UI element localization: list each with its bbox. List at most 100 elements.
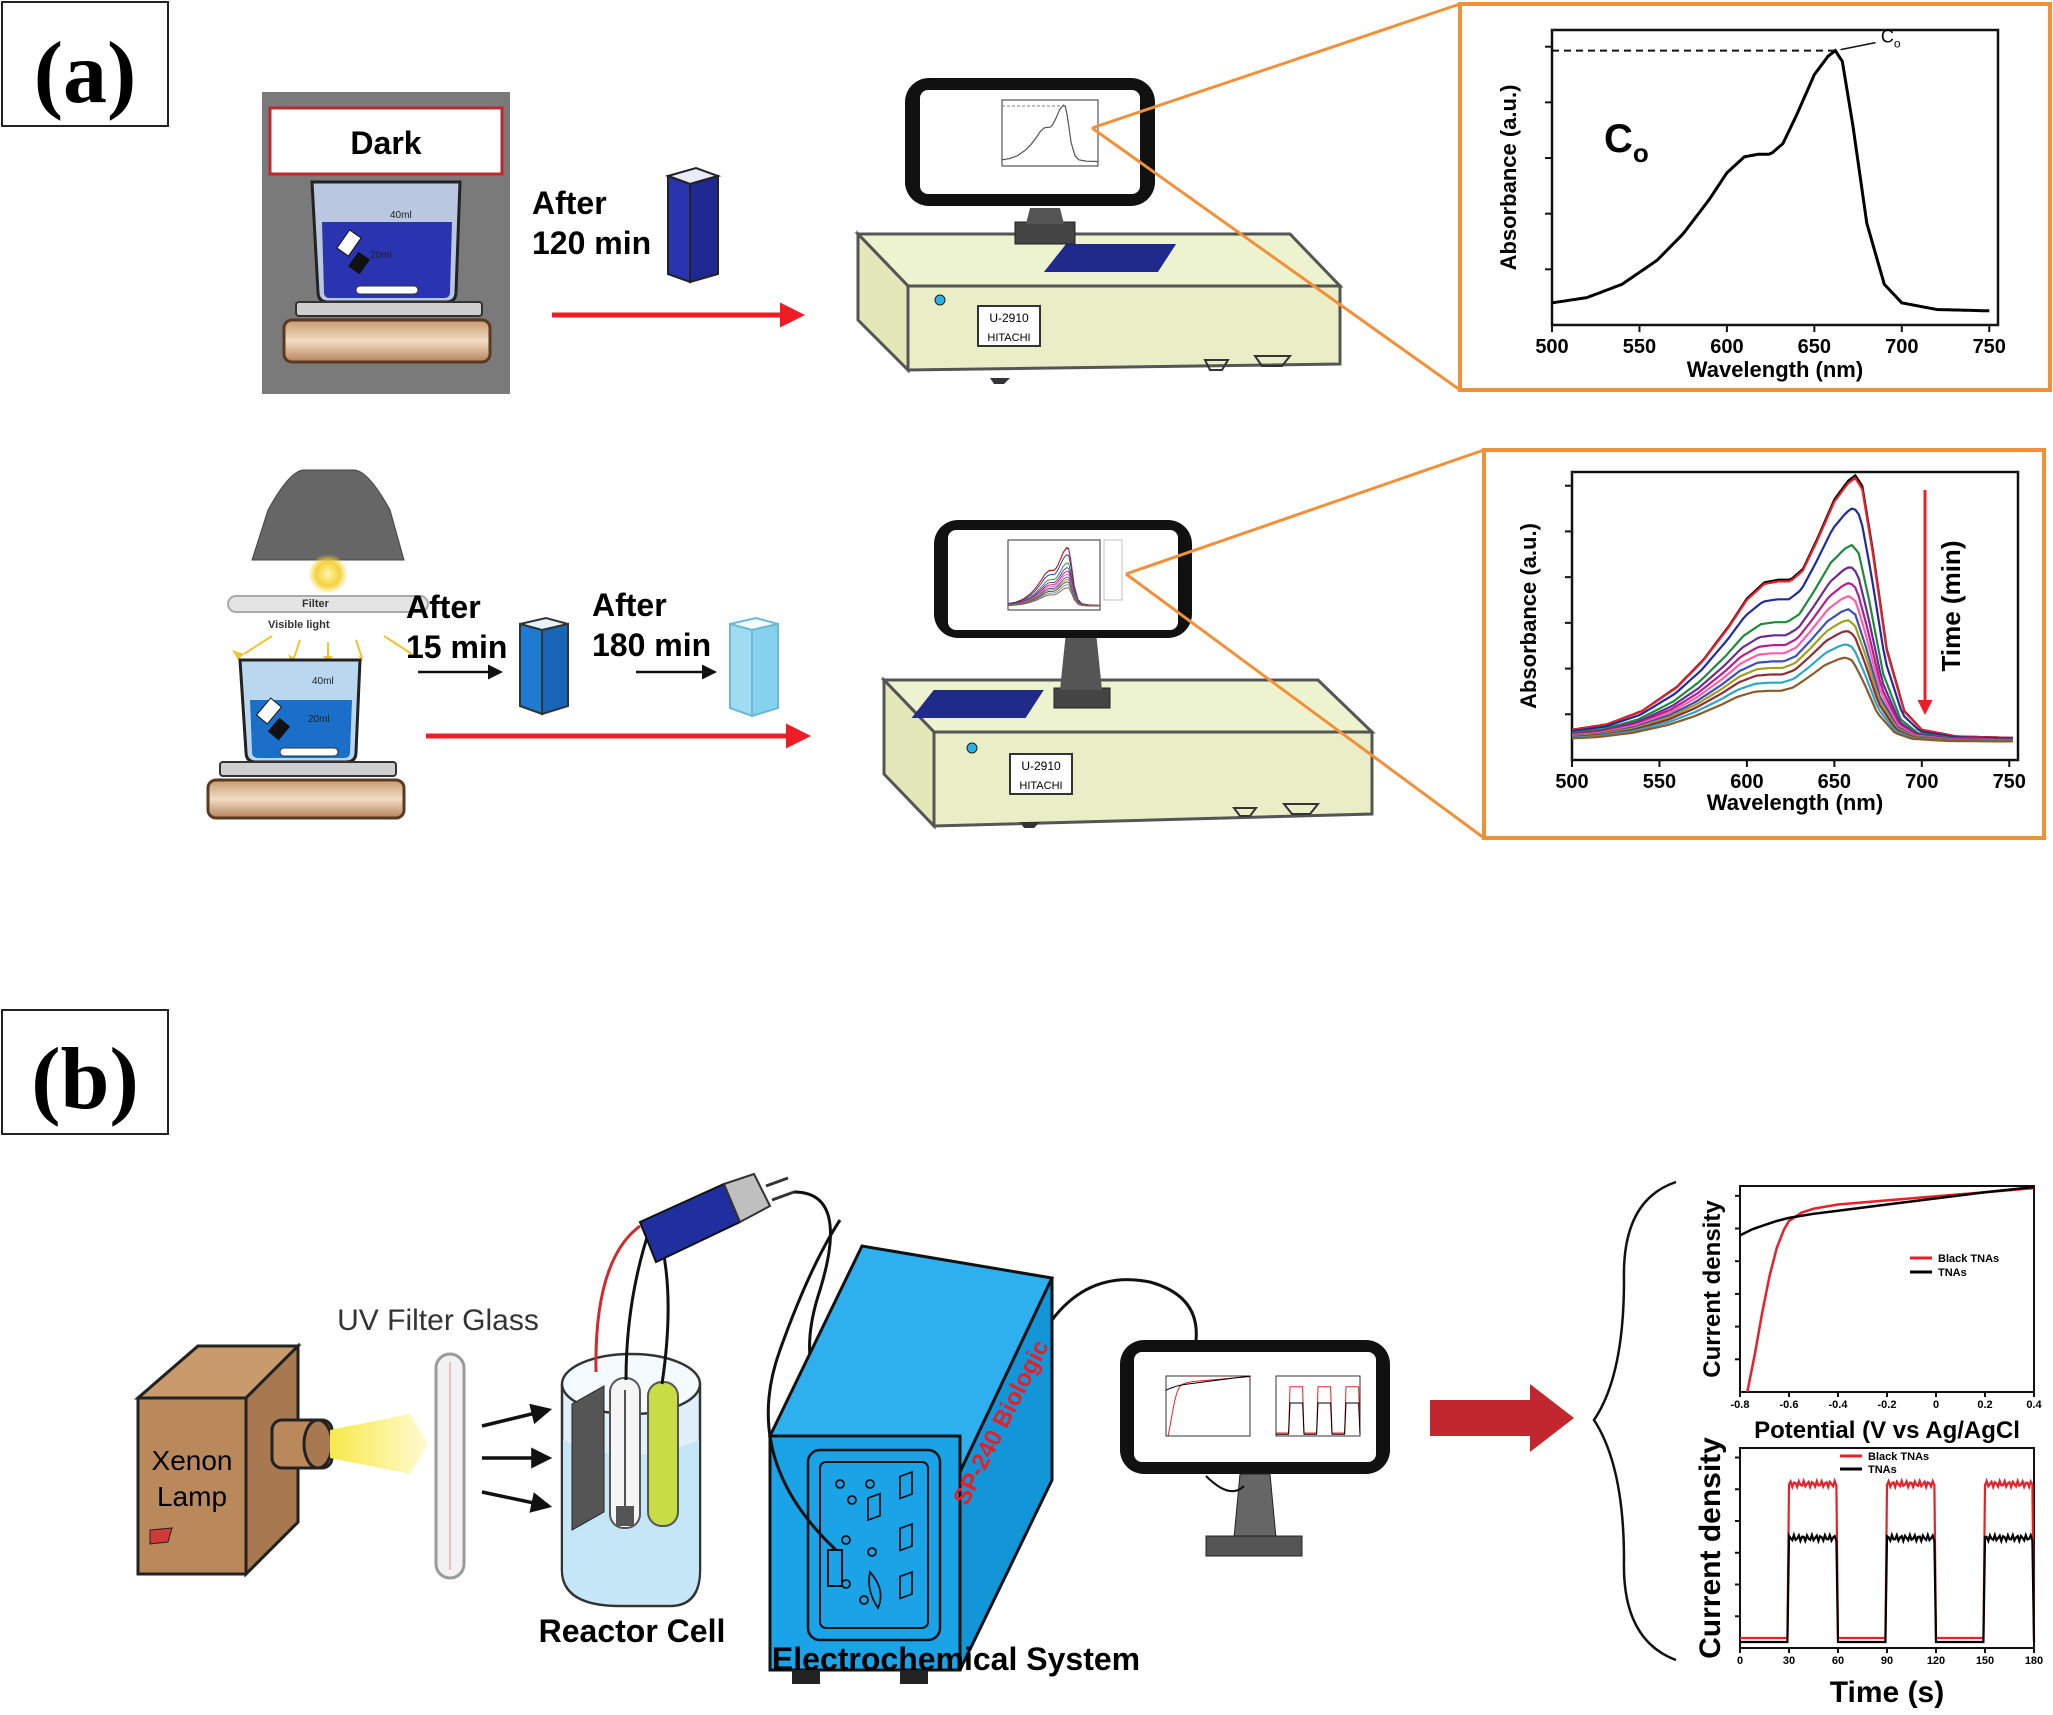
sample-dark <box>336 229 362 257</box>
cable-to-monitor <box>1050 1278 1198 1341</box>
absorbance-curve <box>1551 48 1990 313</box>
dark-label: Dark <box>350 125 421 161</box>
uv-filter-label: UV Filter Glass <box>337 1304 539 1337</box>
stirrer-plate-dark <box>295 301 483 317</box>
brand-bottom: HITACHI <box>1019 780 1062 792</box>
dark-setup: Dark 40ml 20ml <box>262 92 510 394</box>
light-arrow-3 <box>481 1490 553 1513</box>
brand-top: HITACHI <box>987 332 1030 344</box>
x-tick-label: 30 <box>1783 1655 1795 1667</box>
filter-label: Filter <box>302 598 330 610</box>
after-180-line2: 180 min <box>592 627 711 663</box>
thumb-chop <box>1276 1386 1361 1434</box>
x-tick-label: 500 <box>1535 336 1568 358</box>
cuvette-180 <box>729 616 779 718</box>
panel-a-label: (a) <box>34 25 137 122</box>
lamp-label-line1: Xenon <box>152 1445 233 1476</box>
x-tick-label: -0.2 <box>1878 1399 1897 1411</box>
x-tick-label: 550 <box>1643 771 1676 793</box>
thumbnail-electrochem <box>1165 1375 1361 1437</box>
x-tick-label: -0.8 <box>1731 1399 1750 1411</box>
light-arrow-1 <box>481 1403 553 1428</box>
legend-label: Black TNAs <box>1868 1451 1929 1463</box>
legend-label: TNAs <box>1868 1464 1897 1476</box>
model-plate-top <box>977 305 1041 347</box>
time-label: Time (min) <box>1936 541 1966 672</box>
x-tick-label: 120 <box>1927 1655 1945 1667</box>
absorbance-series-1 <box>1571 476 2013 739</box>
beaker-mark-20-light: 20ml <box>308 714 330 725</box>
x-tick-label: 750 <box>1973 336 2006 358</box>
y-axis-label: Absorbance (a.u.) <box>1496 85 1521 271</box>
x-tick-label: 550 <box>1623 336 1656 358</box>
x-axis-label: Potential (V vs Ag/AgCl <box>1754 1417 2020 1444</box>
beaker-mark-20: 20ml <box>370 250 392 261</box>
thumb-frame <box>1165 1375 1251 1437</box>
spectrometer-top: U-2910 HITACHI <box>854 230 1344 384</box>
peak-pointer <box>1840 41 1876 51</box>
panel-b: (b) Xenon Lamp UV Filter Glass <box>1 1009 2043 1709</box>
model-top: U-2910 <box>989 311 1029 325</box>
electrochemical-instrument: SP-240 Biologic <box>766 1219 1055 1684</box>
thumb-chop <box>1276 1402 1361 1435</box>
absorbance-series-2 <box>1571 507 2013 740</box>
thumb-curve <box>1001 104 1098 163</box>
sample-dark-back <box>348 251 370 275</box>
beaker-mark-40: 40ml <box>390 210 412 221</box>
visible-light-label: Visible light <box>268 619 330 631</box>
x-tick-label: 600 <box>1710 336 1743 358</box>
x-axis-label: Wavelength (nm) <box>1707 790 1883 815</box>
x-tick-label: 180 <box>2025 1655 2043 1667</box>
lsv-series-1 <box>1739 1185 2035 1237</box>
panel-a: (a) Dark 40ml 20ml After 120 min <box>1 1 2052 840</box>
cuvette-15 <box>519 616 569 716</box>
stir-bar-dark <box>355 285 419 295</box>
thumb-legend <box>1103 539 1123 601</box>
photocurrent-series-1 <box>1740 1531 2036 1644</box>
panel-a-label-box <box>1 1 169 127</box>
beaker-mark-40-light: 40ml <box>312 676 334 687</box>
thumb-lsv <box>1165 1375 1251 1391</box>
x-tick-label: 60 <box>1832 1655 1844 1667</box>
after-15-line1: After <box>406 589 481 625</box>
after-180-line1: After <box>592 587 667 623</box>
power-led-top <box>934 294 946 306</box>
legend-label: Black TNAs <box>1938 1253 1999 1265</box>
callout-line-top-2 <box>1091 126 1461 392</box>
x-tick-label: 650 <box>1818 771 1851 793</box>
y-axis-label: Current density <box>1694 1437 1727 1659</box>
x-tick-label: 500 <box>1555 771 1588 793</box>
curly-brace <box>1592 1180 1677 1662</box>
x-tick-label: -0.6 <box>1780 1399 1799 1411</box>
x-tick-label: 650 <box>1798 336 1831 358</box>
absorbance-series-11 <box>1571 656 2013 743</box>
light-setup: Filter Visible light 40ml 20ml <box>206 469 429 820</box>
panel-b-label: (b) <box>31 1031 139 1128</box>
x-tick-label: 0.4 <box>2026 1399 2042 1411</box>
callout-line-top-1 <box>1091 2 1461 130</box>
x-axis-label: Wavelength (nm) <box>1687 357 1863 382</box>
callout-frame-top <box>1458 2 2052 392</box>
system-label: Electrochemical System <box>772 1641 1140 1677</box>
thumb-series <box>1008 587 1100 607</box>
after-120-line1: After <box>532 185 607 221</box>
x-tick-label: 0 <box>1933 1399 1939 1411</box>
y-axis-label: Absorbance (a.u.) <box>1516 523 1541 709</box>
callout-line-bottom-2 <box>1125 572 1485 840</box>
x-tick-label: 700 <box>1905 771 1938 793</box>
x-tick-label: 0.2 <box>1977 1399 1992 1411</box>
model-bottom: U-2910 <box>1021 759 1061 773</box>
x-tick-label: 750 <box>1993 771 2026 793</box>
monitor-top <box>905 78 1155 245</box>
panel-b-label-box <box>1 1009 169 1135</box>
stirrer-base-dark <box>282 318 492 364</box>
x-tick-label: 150 <box>1976 1655 1994 1667</box>
cuvette-dark <box>664 166 722 284</box>
x-tick-label: -0.4 <box>1829 1399 1849 1411</box>
reactor-label: Reactor Cell <box>539 1613 726 1649</box>
dark-label-box <box>268 106 504 176</box>
